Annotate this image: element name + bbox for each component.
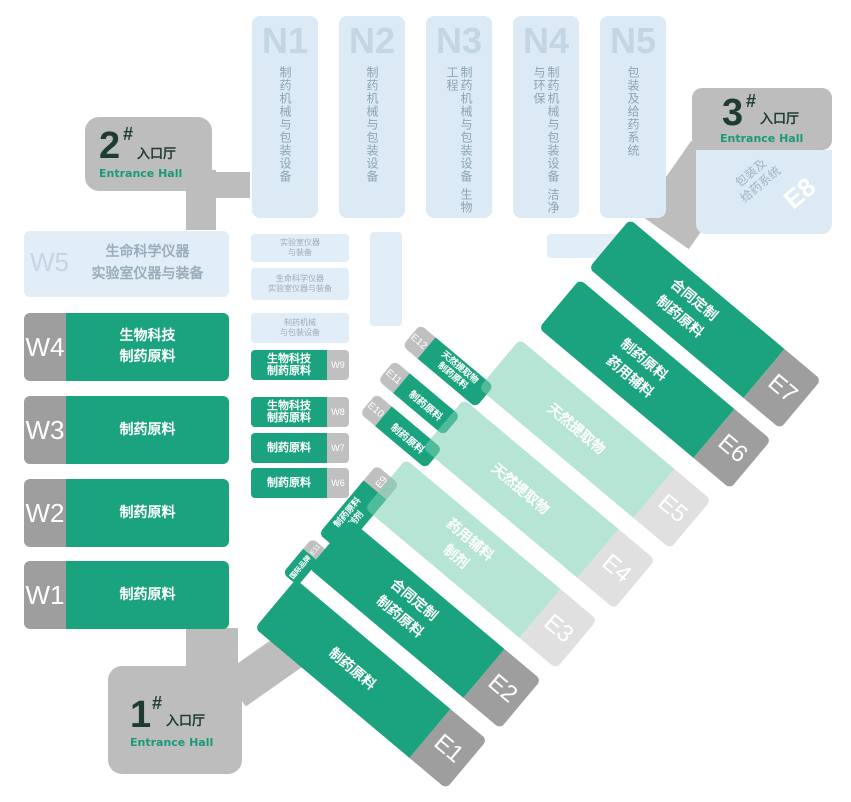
- hall-w9-label: W9: [327, 350, 349, 380]
- entrance-1-name-en: Entrance Hall: [130, 736, 214, 749]
- hall-e4-line-1: 天然提取物: [488, 460, 552, 518]
- hall-w2-label: W2: [24, 479, 66, 547]
- small-hall-faded-3[interactable]: 制药机械与包装设备: [251, 313, 349, 343]
- hall-w9[interactable]: 生物科技制药原料 W9: [251, 350, 349, 380]
- entrance-hall-1[interactable]: 1 # 入口厅 Entrance Hall: [108, 666, 242, 774]
- entrance-3-number: 3: [722, 92, 744, 134]
- entrance-1-mark: #: [152, 693, 163, 713]
- hall-n5-text: 包装及给药系统: [626, 66, 640, 157]
- hall-w5-text: 生命科学仪器 实验室仪器与装备: [66, 241, 229, 285]
- hall-n3-label: N3: [435, 20, 483, 61]
- hall-n4-text: 制药机械与包装设备 洁净与环保: [532, 66, 560, 214]
- hall-w3-label: W3: [24, 396, 66, 464]
- small-faded-2-line-2: 实验室仪器与装备: [268, 284, 332, 293]
- hall-n3-text: 制药机械与包装设备 生物工程: [445, 66, 473, 214]
- hall-e5-line-1: 天然提取物: [544, 400, 608, 458]
- hall-w8[interactable]: 生物科技制药原料 W8: [251, 397, 349, 427]
- small-faded-2-line-1: 生命科学仪器: [276, 274, 324, 283]
- hall-w6-line-1: 制药原料: [267, 476, 311, 489]
- entrance-2-mark: #: [123, 124, 134, 144]
- hall-n3[interactable]: N3 制药机械与包装设备 生物工程: [426, 16, 492, 218]
- hall-w7-line-1: 制药原料: [267, 441, 311, 454]
- hall-w6-label: W6: [327, 468, 349, 498]
- small-faded-1-line-1: 实验室仪器: [280, 238, 320, 247]
- entrance-1-number: 1: [130, 694, 152, 736]
- hall-w4-label: W4: [24, 313, 66, 381]
- entrance-hall-2[interactable]: 2 # 入口厅 Entrance Hall: [85, 117, 212, 191]
- hall-n4-label: N4: [522, 20, 570, 61]
- hall-w5[interactable]: W5 生命科学仪器 实验室仪器与装备: [24, 231, 229, 297]
- small-hall-faded-2[interactable]: 生命科学仪器实验室仪器与装备: [251, 268, 349, 300]
- entrance-3-mark: #: [746, 91, 757, 111]
- hall-n2[interactable]: N2 制药机械与包装设备: [339, 16, 405, 218]
- hall-e8-label: E8: [777, 171, 822, 215]
- entrance-3-name-en: Entrance Hall: [720, 132, 804, 145]
- hall-e1-line-1: 制药原料: [325, 645, 379, 694]
- hall-w5-line-2: 实验室仪器与装备: [91, 266, 204, 282]
- hall-n1-text: 制药机械与包装设备: [278, 66, 292, 183]
- hall-w4-line-1: 生物科技: [119, 328, 176, 344]
- hall-w5-line-1: 生命科学仪器: [105, 244, 190, 260]
- hall-w3[interactable]: W3 制药原料: [24, 396, 229, 464]
- hall-w1[interactable]: W1 制药原料: [24, 561, 229, 629]
- hall-w7-label: W7: [327, 433, 349, 463]
- small-faded-3-line-2: 与包装设备: [280, 328, 320, 337]
- entrance-hall-3[interactable]: 3 # 入口厅 Entrance Hall: [692, 88, 832, 150]
- entrance-2-number: 2: [99, 125, 121, 167]
- entrance-2-name-zh: 入口厅: [137, 147, 177, 162]
- hall-w8-line-2: 制药原料: [267, 411, 311, 424]
- hall-e10-line-1: 制药原料: [388, 421, 427, 457]
- hall-w4-line-2: 制药原料: [119, 349, 176, 365]
- hall-w1-label: W1: [24, 561, 66, 629]
- hall-w2[interactable]: W2 制药原料: [24, 479, 229, 547]
- small-hall-faded-1[interactable]: 实验室仪器与装备: [251, 234, 349, 262]
- entrance-2-name-en: Entrance Hall: [99, 167, 183, 180]
- hall-e8[interactable]: 包装及 给药系统 E8: [696, 150, 832, 234]
- entrance-3-name-zh: 入口厅: [760, 112, 800, 127]
- hall-n1-label: N1: [261, 20, 309, 61]
- small-faded-1-line-2: 与装备: [288, 248, 312, 257]
- hall-w8-line-1: 生物科技: [267, 399, 311, 412]
- hall-w2-line-1: 制药原料: [119, 504, 176, 521]
- hall-n2-label: N2: [348, 20, 396, 61]
- hall-n2-text: 制药机械与包装设备: [365, 66, 379, 183]
- hall-w4[interactable]: W4 生物科技 制药原料: [24, 313, 229, 381]
- hall-w7[interactable]: 制药原料 W7: [251, 433, 349, 463]
- hall-n5[interactable]: N5 包装及给药系统: [600, 16, 666, 218]
- small-hall-faded-4: [370, 232, 402, 326]
- hall-w5-label: W5: [30, 247, 69, 277]
- hall-w3-line-1: 制药原料: [119, 421, 176, 438]
- hall-e8-text: 包装及 给药系统: [719, 144, 793, 213]
- hall-w9-line-2: 制药原料: [267, 364, 311, 377]
- entrance-1-name-zh: 入口厅: [166, 714, 206, 729]
- hall-w9-line-1: 生物科技: [267, 352, 311, 365]
- small-faded-3-line-1: 制药机械: [284, 318, 316, 327]
- hall-n4[interactable]: N4 制药机械与包装设备 洁净与环保: [513, 16, 579, 218]
- hall-n5-label: N5: [609, 20, 657, 61]
- hall-w6[interactable]: 制药原料 W6: [251, 468, 349, 498]
- hall-w1-line-1: 制药原料: [119, 586, 176, 603]
- hall-e11-line-1: 制药原料: [406, 388, 445, 424]
- hall-w8-label: W8: [327, 397, 349, 427]
- hall-n1[interactable]: N1 制药机械与包装设备: [252, 16, 318, 218]
